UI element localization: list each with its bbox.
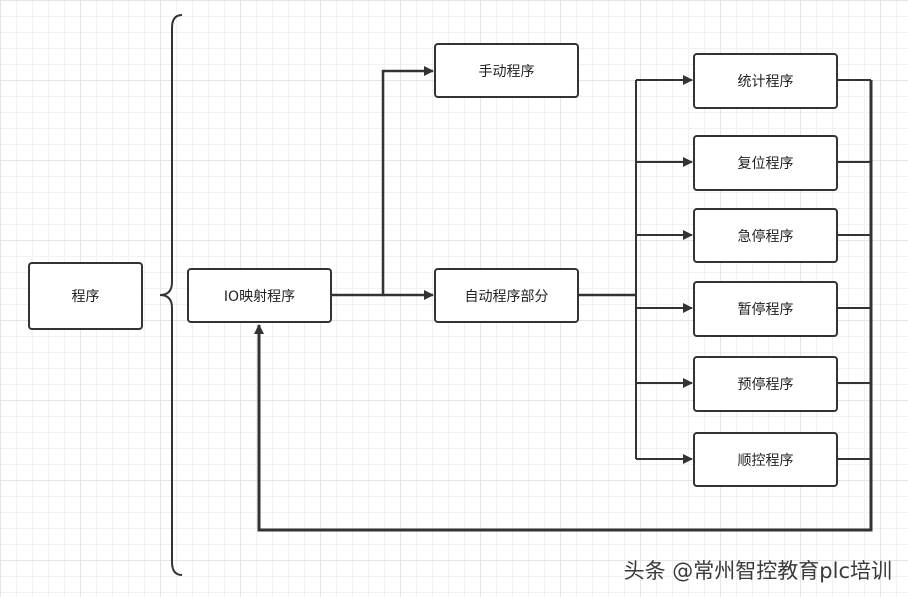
curly-brace: [159, 14, 183, 576]
node-manual-program[interactable]: 手动程序: [434, 43, 579, 98]
node-sequence-program-label: 顺控程序: [737, 452, 794, 469]
node-reset-program[interactable]: 复位程序: [693, 135, 838, 191]
node-reset-program-label: 复位程序: [737, 156, 794, 172]
edge-io-to-manual: [331, 66, 434, 297]
node-emergency-stop-program[interactable]: 急停程序: [693, 208, 838, 263]
node-pause-program[interactable]: 暂停程序: [693, 281, 838, 337]
node-io-mapping-program[interactable]: IO映射程序: [187, 268, 332, 323]
node-pause-program-label: 暂停程序: [737, 302, 794, 318]
node-emergency-stop-program-label: 急停程序: [737, 228, 794, 245]
node-auto-program-label: 自动程序部分: [464, 288, 549, 305]
return-loop: [254, 80, 873, 532]
node-manual-program-label: 手动程序: [478, 63, 535, 80]
node-pre-stop-program-label: 预停程序: [737, 377, 794, 393]
node-pre-stop-program[interactable]: 预停程序: [693, 356, 838, 412]
node-stats-program[interactable]: 统计程序: [693, 53, 838, 109]
node-auto-program[interactable]: 自动程序部分: [434, 268, 579, 323]
node-io-mapping-program-label: IO映射程序: [223, 288, 296, 305]
node-root-program-label: 程序: [71, 289, 100, 305]
node-sequence-program[interactable]: 顺控程序: [693, 432, 838, 487]
watermark-text: 头条 @常州智控教育plc培训: [623, 559, 892, 583]
node-root-program[interactable]: 程序: [28, 262, 143, 330]
node-stats-program-label: 统计程序: [737, 74, 794, 90]
